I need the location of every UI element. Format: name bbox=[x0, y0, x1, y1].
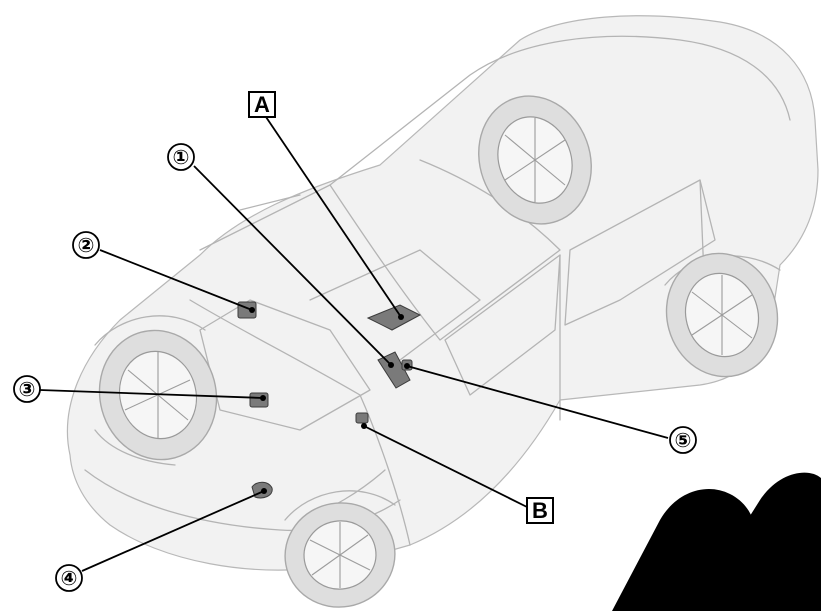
component-B-module bbox=[356, 413, 368, 423]
callout-1: ① bbox=[168, 144, 194, 170]
callout-5-label: ⑤ bbox=[675, 430, 692, 452]
callout-3-label: ③ bbox=[19, 379, 36, 401]
callout-2: ② bbox=[73, 232, 99, 258]
callout-B-label: B bbox=[532, 498, 548, 523]
callout-A-label: A bbox=[254, 92, 270, 117]
watermark-shape bbox=[612, 473, 821, 611]
callout-1-label: ① bbox=[173, 147, 190, 169]
component-3-module bbox=[250, 393, 268, 407]
callout-A: A bbox=[249, 92, 275, 117]
callout-3: ③ bbox=[14, 376, 40, 402]
callout-2-label: ② bbox=[78, 235, 95, 257]
callout-4: ④ bbox=[56, 565, 82, 591]
callout-5: ⑤ bbox=[670, 427, 696, 453]
callout-4-label: ④ bbox=[61, 568, 78, 590]
callout-B: B bbox=[527, 498, 553, 523]
